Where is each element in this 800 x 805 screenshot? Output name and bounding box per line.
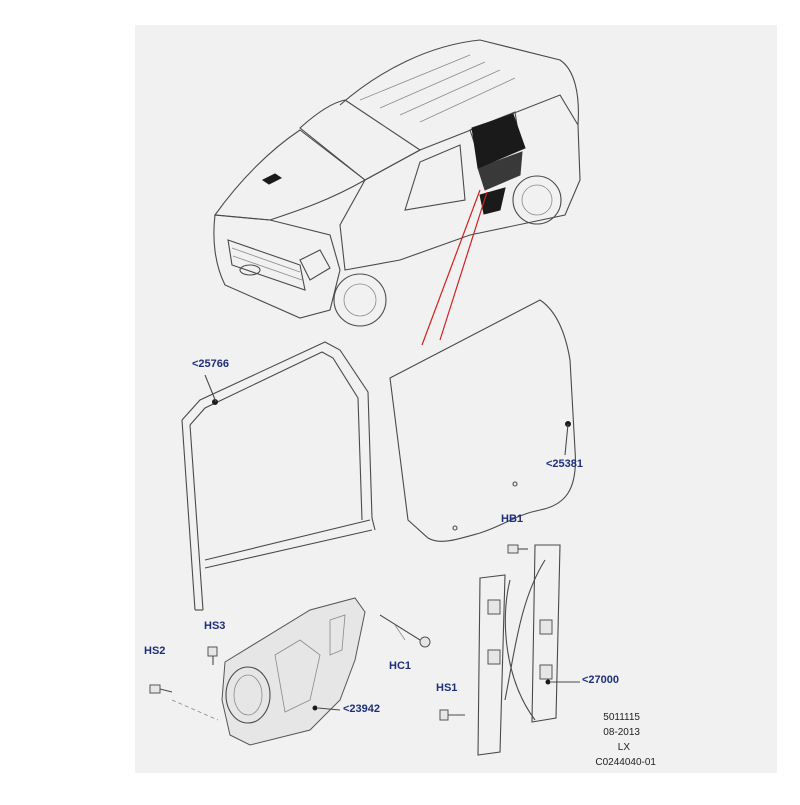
fastener-hs2	[149, 684, 219, 721]
callout-hs2: HS2	[144, 645, 166, 657]
fastener-hs3	[207, 646, 218, 665]
vehicle-illustration	[213, 39, 581, 327]
callout-hc1: HC1	[389, 660, 412, 672]
diagram-model: LX	[617, 742, 630, 753]
diagram-date: 08-2013	[603, 727, 640, 738]
callout-trim-carrier: <23942	[343, 703, 381, 715]
fastener-hs1	[439, 709, 465, 721]
diagram-code: C0244040-01	[595, 757, 656, 768]
callout-hs3: HS3	[204, 620, 226, 632]
window-regulator-part	[477, 544, 561, 756]
leader-line-2	[439, 191, 488, 341]
callout-door-glass: <25381	[546, 458, 584, 470]
connector-hc1	[379, 614, 431, 648]
fastener-hb1	[507, 544, 528, 554]
diagram-ref: 5011115	[603, 712, 640, 723]
window-frame-part	[181, 341, 376, 611]
callout-regulator: <27000	[582, 674, 620, 686]
diagram-panel	[135, 25, 777, 773]
callout-hb1: HB1	[501, 513, 524, 525]
callout-window-frame: <25766	[192, 358, 230, 370]
callout-hs1: HS1	[436, 682, 458, 694]
trim-carrier-part	[221, 597, 366, 746]
leader-line-1	[421, 189, 481, 346]
